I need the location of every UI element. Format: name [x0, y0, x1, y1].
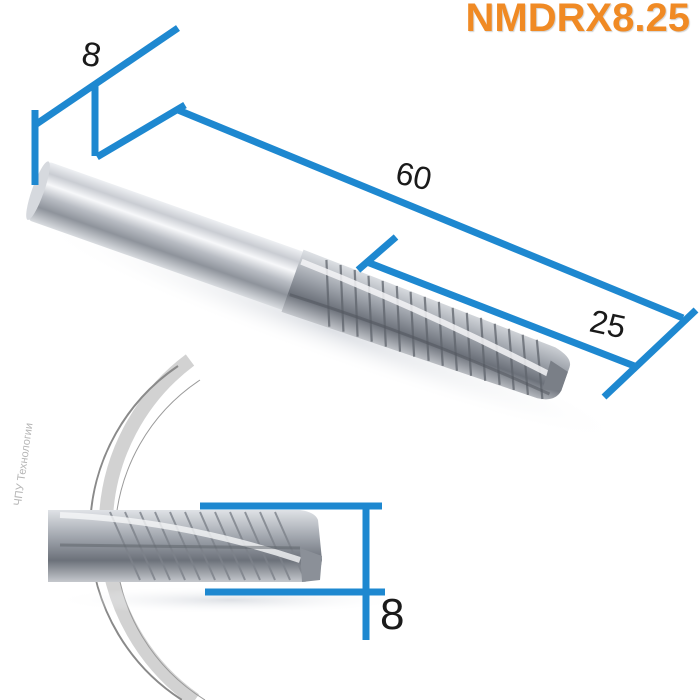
shank — [28, 162, 307, 311]
flute-length-tick-left — [355, 234, 399, 273]
cutting-diameter-label: 8 — [380, 590, 405, 639]
flute-length-label: 25 — [586, 302, 629, 346]
dimension-lines — [31, 25, 699, 640]
overall-length-tick-left — [95, 101, 187, 161]
inset-cutter-closeup — [48, 510, 410, 614]
overall-length-tick-right — [601, 307, 699, 400]
overall-length-label: 60 — [392, 154, 435, 198]
overall-length-dim-line — [176, 106, 685, 322]
flute-length-dim-line — [365, 258, 639, 371]
shank-diameter-dim-line — [33, 25, 180, 128]
model-code-title: NMDRX8.25 — [465, 0, 690, 40]
end-mill — [26, 161, 631, 444]
